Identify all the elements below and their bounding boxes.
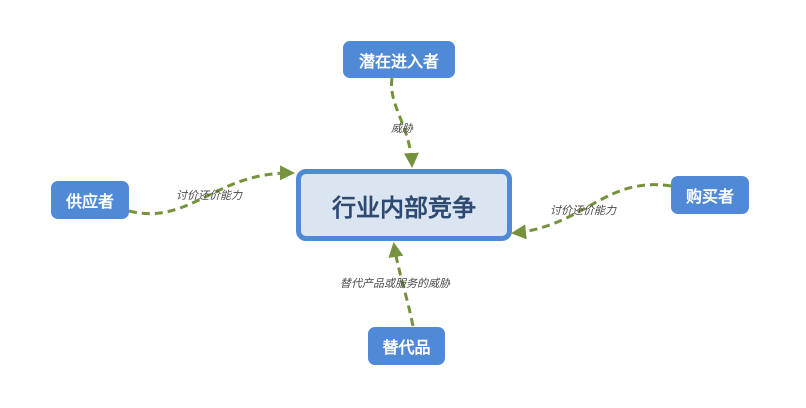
edge-label-top: 威胁 <box>391 122 413 135</box>
node-industry-rivalry[interactable]: 行业内部竞争 <box>296 169 512 241</box>
edge-label-left: 讨价还价能力 <box>176 189 242 202</box>
node-substitutes-label: 替代品 <box>382 338 431 357</box>
node-buyers-label: 购买者 <box>685 187 734 206</box>
edge-label-bottom: 替代产品或服务的威胁 <box>340 277 450 290</box>
node-potential-entrants[interactable]: 潜在进入者 <box>343 41 455 78</box>
connector-right <box>511 183 672 240</box>
node-potential-entrants-label: 潜在进入者 <box>358 51 439 71</box>
node-substitutes[interactable]: 替代品 <box>368 327 445 365</box>
node-industry-rivalry-label: 行业内部竞争 <box>332 193 476 222</box>
connector-top <box>390 77 419 168</box>
edge-label-right: 讨价还价能力 <box>550 204 616 217</box>
connector-left <box>128 165 295 216</box>
connector-bottom <box>388 242 415 327</box>
node-buyers[interactable]: 购买者 <box>671 176 749 214</box>
node-suppliers[interactable]: 供应者 <box>51 181 129 219</box>
node-suppliers-label: 供应者 <box>65 192 114 211</box>
